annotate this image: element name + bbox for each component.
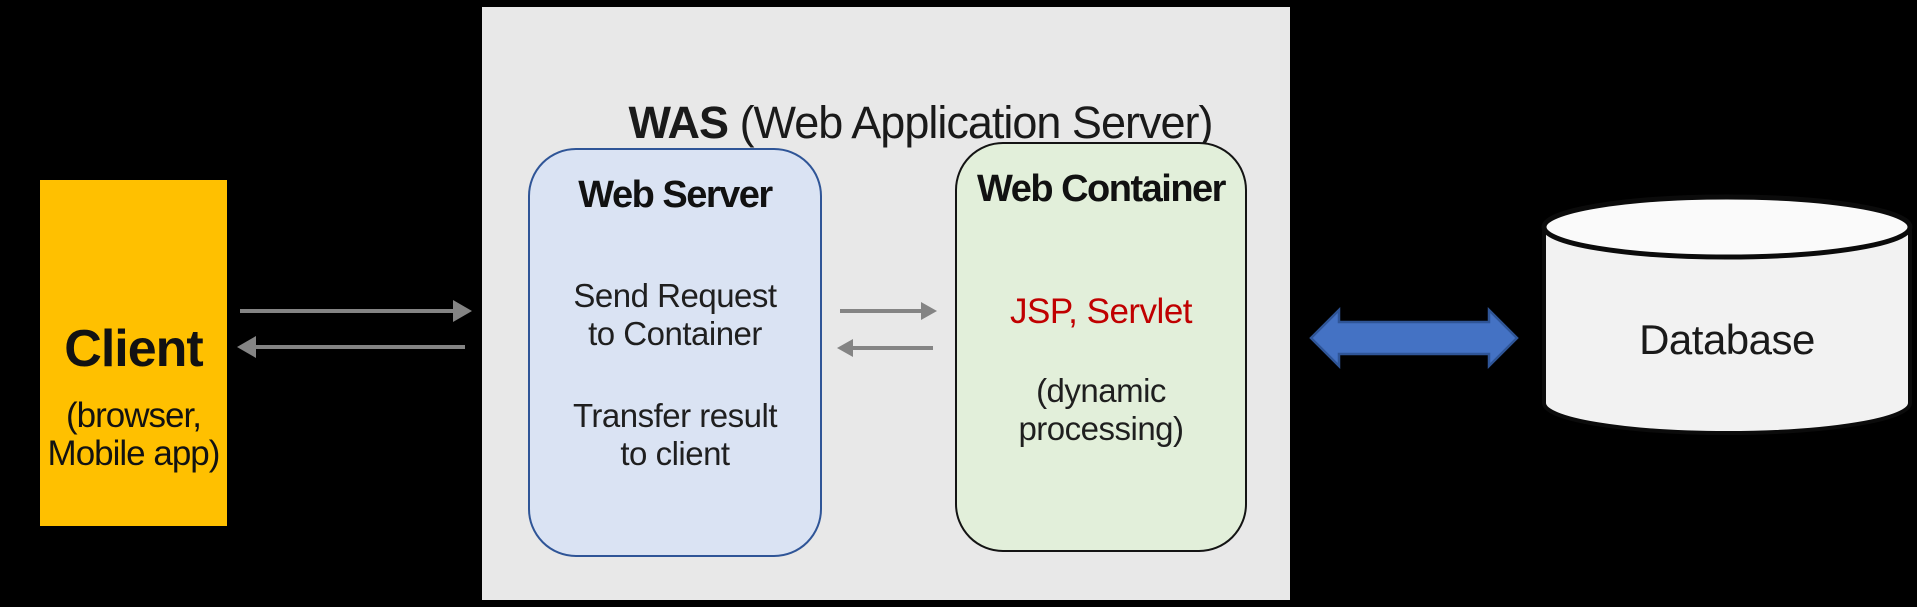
was-title-acronym: WAS (628, 97, 730, 148)
database-cylinder-icon (1541, 194, 1913, 435)
note-line: to Container (588, 315, 762, 352)
note-line: processing) (1018, 410, 1184, 447)
client-subtitle-line2: Mobile app) (47, 434, 221, 473)
double-arrow-shape (1309, 306, 1519, 370)
arrow-was-database-icon (1309, 306, 1519, 370)
arrow-shaft (240, 309, 454, 313)
web-server-box: Web Server Send Request to Container Tra… (528, 148, 822, 557)
database-label: Database (1639, 316, 1815, 363)
arrow-shaft (852, 346, 933, 350)
arrow-head (453, 300, 472, 322)
arrow-shaft (255, 345, 465, 349)
arrow-head (237, 336, 256, 358)
web-container-box: Web Container JSP, Servlet (dynamic proc… (955, 142, 1247, 552)
arrow-container-to-server-icon (837, 339, 934, 357)
arrow-shaft (840, 309, 922, 313)
note-line: Send Request (573, 277, 777, 314)
cylinder-top (1541, 194, 1913, 260)
note-line: Transfer result (572, 397, 778, 434)
arrow-head (921, 302, 937, 320)
was-title: WAS (Web Application Server) (482, 45, 1290, 201)
web-server-note-transfer: Transfer result to client (524, 397, 826, 473)
was-title-rest: (Web Application Server) (728, 97, 1214, 148)
web-container-title: Web Container (977, 168, 1226, 210)
jsp-servlet-label: JSP, Servlet (1009, 292, 1193, 331)
web-server-note-send: Send Request to Container (524, 277, 826, 353)
arrow-client-to-was-icon (240, 300, 472, 322)
client-subtitle-line1: (browser, (66, 396, 202, 435)
note-line: (dynamic (1036, 372, 1166, 409)
client-subtitle: (browser, Mobile app) (30, 397, 237, 473)
client-box: Client (browser, Mobile app) (40, 180, 227, 526)
note-line: to client (620, 435, 730, 472)
web-server-title: Web Server (578, 174, 773, 216)
arrow-was-to-client-icon (237, 336, 465, 358)
dynamic-processing-label: (dynamic processing) (951, 372, 1251, 448)
cylinder-body (1542, 227, 1912, 435)
arrow-head (837, 339, 853, 357)
client-title: Client (64, 320, 203, 378)
arrow-server-to-container-icon (840, 302, 937, 320)
